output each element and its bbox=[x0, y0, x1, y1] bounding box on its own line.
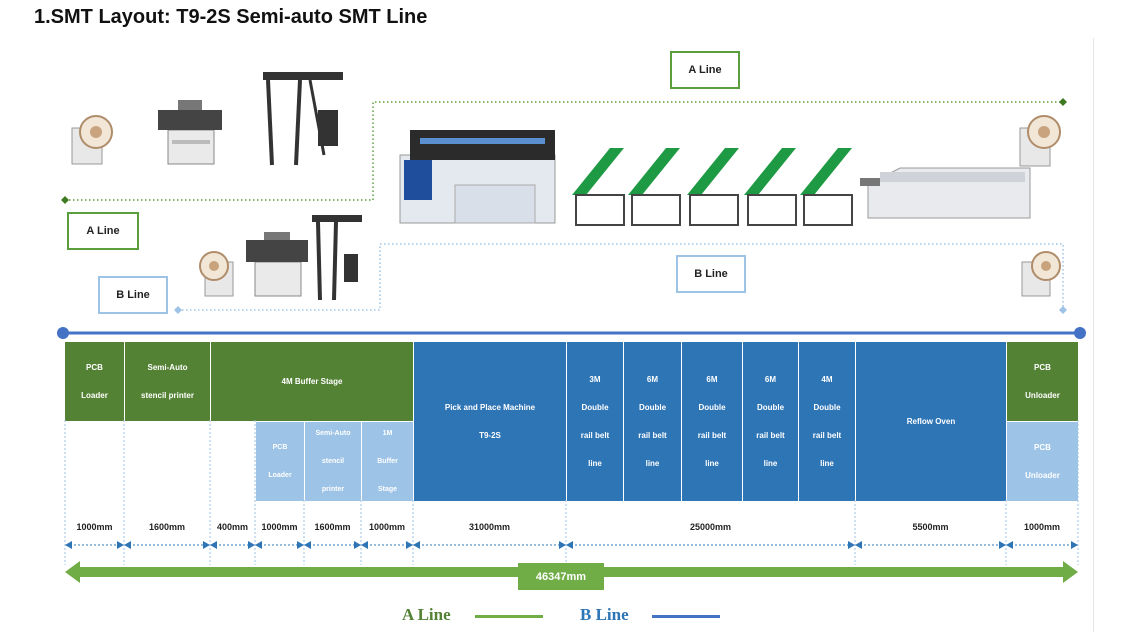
b-line-label-mid: B Line bbox=[676, 255, 746, 293]
cell-pcb-loader-a: PCB Loader bbox=[65, 342, 124, 421]
buffer-stage-icon bbox=[263, 72, 343, 166]
dim-gap: 400mm bbox=[216, 522, 249, 532]
cell-belt-4m: 4M Double rail belt line bbox=[799, 342, 855, 501]
dim-stencil-printer-b: 1600mm bbox=[314, 522, 351, 532]
total-length-label: 46347mm bbox=[518, 563, 604, 590]
buffer-stage-icon bbox=[312, 215, 362, 301]
cell-stencil-printer-a: Semi-Auto stencil printer bbox=[125, 342, 210, 421]
dim-pcb-loader-b: 1000mm bbox=[261, 522, 298, 532]
cell-belt-6m-1: 6M Double rail belt line bbox=[624, 342, 681, 501]
legend-b-line: B Line bbox=[580, 605, 629, 624]
cell-belt-6m-2: 6M Double rail belt line bbox=[682, 342, 742, 501]
dim-stencil-printer: 1600mm bbox=[148, 522, 186, 532]
belt-conveyor-icon bbox=[572, 148, 853, 226]
cell-pcb-loader-b: PCB Loader bbox=[256, 422, 304, 501]
right-divider bbox=[1093, 38, 1094, 632]
reel-loader-icon bbox=[199, 251, 234, 297]
cell-buffer-stage-b: 1M Buffer Stage bbox=[362, 422, 413, 501]
reflow-oven-icon bbox=[860, 167, 1031, 219]
reel-loader-icon bbox=[71, 115, 113, 165]
stencil-printer-icon bbox=[246, 232, 308, 297]
reel-unloader-icon bbox=[1021, 251, 1061, 297]
b-line-label-left: B Line bbox=[98, 276, 168, 314]
dim-reflow: 5500mm bbox=[912, 522, 949, 532]
cell-reflow-oven: Reflow Oven bbox=[856, 342, 1006, 501]
reel-unloader-icon bbox=[1019, 115, 1061, 167]
cell-pick-place: Pick and Place Machine T9-2S bbox=[414, 342, 566, 501]
stencil-printer-icon bbox=[158, 100, 222, 165]
dim-unloader: 1000mm bbox=[1023, 522, 1061, 532]
legend-b-line-swatch bbox=[652, 615, 720, 618]
timeline-bar bbox=[57, 327, 1086, 339]
a-line-label-top: A Line bbox=[670, 51, 740, 89]
pick-and-place-machine-icon bbox=[399, 130, 556, 224]
cell-stencil-printer-b: Semi-Auto stencil printer bbox=[305, 422, 361, 501]
dim-belt-lines: 25000mm bbox=[689, 522, 732, 532]
cell-belt-6m-3: 6M Double rail belt line bbox=[743, 342, 798, 501]
cell-pcb-unloader-b: PCB Unloader bbox=[1007, 422, 1078, 501]
cell-belt-3m: 3M Double rail belt line bbox=[567, 342, 623, 501]
layout-drawing bbox=[61, 72, 1067, 314]
a-line-label-left: A Line bbox=[67, 212, 139, 250]
cell-pcb-unloader-a: PCB Unloader bbox=[1007, 342, 1078, 421]
page-title: 1.SMT Layout: T9-2S Semi-auto SMT Line bbox=[34, 6, 428, 28]
dim-pcb-loader: 1000mm bbox=[76, 522, 113, 532]
dim-pick-place: 31000mm bbox=[468, 522, 511, 532]
legend-a-line-swatch bbox=[475, 615, 543, 618]
dim-buffer-b: 1000mm bbox=[368, 522, 406, 532]
legend-a-line: A Line bbox=[402, 605, 451, 624]
cell-buffer-stage-a: 4M Buffer Stage bbox=[211, 342, 413, 421]
